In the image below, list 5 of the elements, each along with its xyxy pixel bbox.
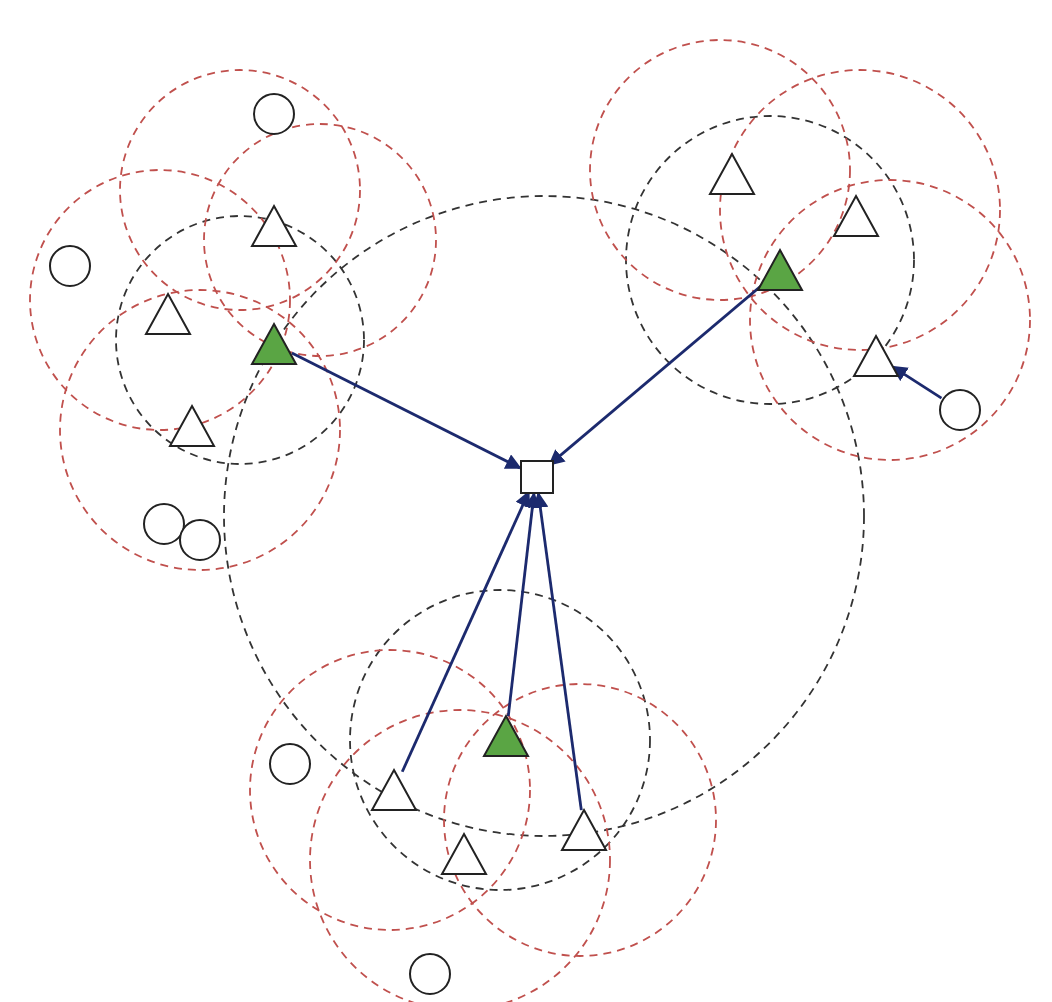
arrow [891, 365, 943, 400]
arrow [532, 491, 583, 811]
arrow [291, 351, 522, 470]
arrow [400, 490, 531, 773]
arrow [506, 491, 541, 717]
